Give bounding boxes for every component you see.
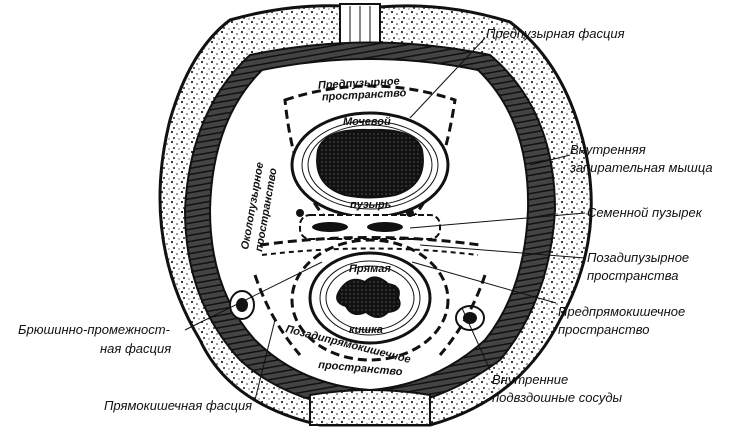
leader-lines bbox=[184, 37, 586, 401]
label-retrovesical-2: пространства bbox=[587, 268, 679, 283]
prevesical-space-text-2: пространство bbox=[322, 87, 407, 103]
label-iliac-vessels-2: подвздошные сосуды bbox=[492, 390, 623, 405]
urinary-bladder-text-2: пузырь bbox=[350, 199, 391, 211]
rectal-fascia bbox=[290, 238, 450, 362]
label-prerectal-1: Предпрямокишечное bbox=[558, 304, 686, 319]
label-internal-obturator-2: запирательная мышца bbox=[570, 160, 713, 175]
rectum-text-2: кишка bbox=[349, 324, 383, 336]
rectum-lumen bbox=[336, 276, 401, 318]
label-peritoneal-fascia-1: Брюшинно-промежност- bbox=[18, 322, 170, 337]
label-retrovesical-1: Позадипузырное bbox=[587, 250, 690, 265]
label-internal-obturator-1: Внутренняя bbox=[570, 142, 646, 157]
label-rectal-fascia: Прямокишечная фасция bbox=[104, 398, 253, 413]
label-peritoneal-fascia-2: ная фасция bbox=[100, 341, 172, 356]
label-prerectal-2: пространство bbox=[558, 322, 650, 337]
prevesical-space-text-1: Предпузырное bbox=[318, 75, 400, 91]
label-iliac-vessels-1: Внутренние bbox=[492, 372, 569, 387]
rectum-text-1: Прямая bbox=[349, 263, 391, 275]
sacrum-bone bbox=[309, 389, 431, 426]
label-prevesical-fascia: Предпузырная фасция bbox=[486, 26, 625, 41]
label-seminal-vesicle: Семенной пузырек bbox=[587, 205, 702, 220]
iliac-vessels-left bbox=[229, 290, 255, 320]
bladder-lumen bbox=[316, 128, 424, 199]
urinary-bladder-text-1: Мочевой bbox=[343, 116, 391, 128]
